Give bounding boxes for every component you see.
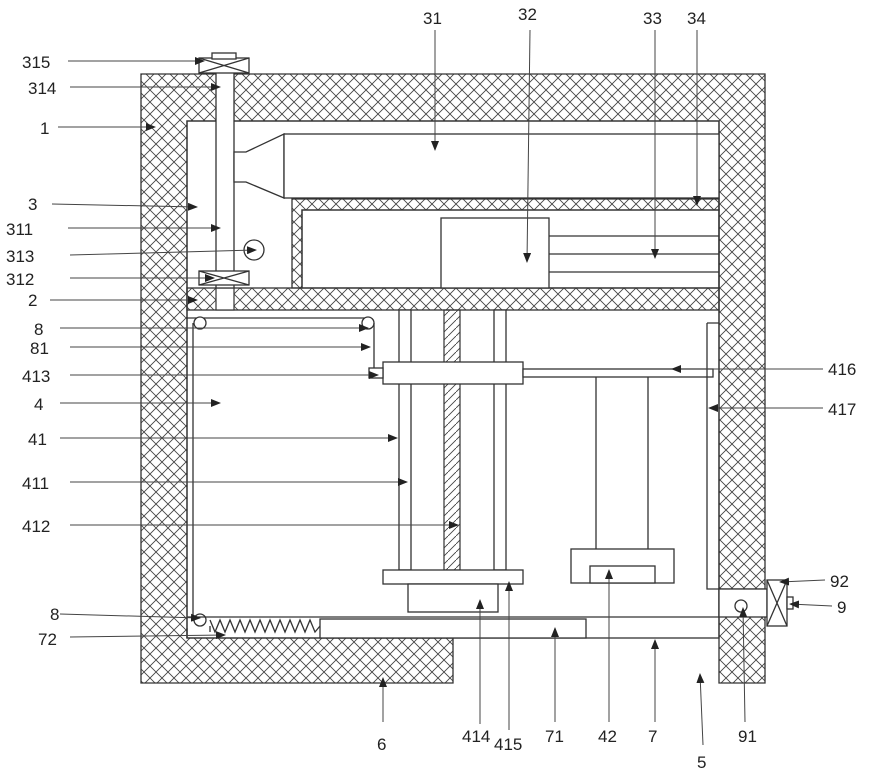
vertical-pipe	[216, 60, 234, 288]
label-412: 412	[22, 517, 50, 536]
label-315: 315	[22, 53, 50, 72]
partition-plate	[187, 288, 719, 310]
base-foot	[408, 584, 498, 612]
sliding-plate	[320, 619, 586, 638]
label-2: 2	[28, 291, 37, 310]
label-71: 71	[545, 727, 564, 746]
top-valve-cap	[212, 53, 236, 59]
label-72: 72	[38, 630, 57, 649]
label-42: 42	[598, 727, 617, 746]
spring	[210, 620, 320, 632]
roller-bottom-left	[194, 614, 206, 626]
label-8-top: 8	[34, 320, 43, 339]
label-416: 416	[828, 360, 856, 379]
label-7: 7	[648, 727, 657, 746]
label-413: 413	[22, 367, 50, 386]
lead-screw	[444, 310, 460, 570]
roller-91	[735, 600, 747, 612]
slider-pin	[369, 368, 383, 378]
label-3: 3	[28, 195, 37, 214]
label-8-bottom: 8	[50, 605, 59, 624]
label-411: 411	[22, 474, 49, 493]
column-left	[399, 310, 411, 570]
upper-duct	[284, 134, 719, 198]
label-6: 6	[377, 735, 386, 754]
funnel-connector	[234, 134, 284, 198]
label-34: 34	[687, 9, 706, 28]
label-9: 9	[837, 598, 846, 617]
label-314: 314	[28, 79, 56, 98]
label-33: 33	[643, 9, 662, 28]
label-31: 31	[423, 9, 442, 28]
label-313: 313	[6, 247, 34, 266]
roller-top-left	[194, 317, 206, 329]
block-32	[441, 218, 549, 288]
horizontal-arm	[523, 369, 713, 377]
slider-block	[383, 362, 523, 384]
label-32: 32	[518, 5, 537, 24]
base-plate	[383, 570, 523, 584]
label-4: 4	[34, 395, 43, 414]
label-41: 41	[28, 430, 47, 449]
column-right	[494, 310, 506, 570]
roller-top-right	[362, 317, 374, 329]
label-311: 311	[6, 220, 33, 239]
label-81: 81	[30, 339, 49, 358]
press-plate	[590, 566, 655, 583]
label-415: 415	[494, 735, 522, 754]
label-5: 5	[697, 753, 706, 772]
label-92: 92	[830, 572, 849, 591]
outlet-gap	[454, 639, 718, 683]
label-312: 312	[6, 270, 34, 289]
label-414: 414	[462, 727, 490, 746]
label-1: 1	[40, 119, 49, 138]
pipe-through-partition	[216, 288, 234, 310]
label-91: 91	[738, 727, 757, 746]
label-417: 417	[828, 400, 856, 419]
